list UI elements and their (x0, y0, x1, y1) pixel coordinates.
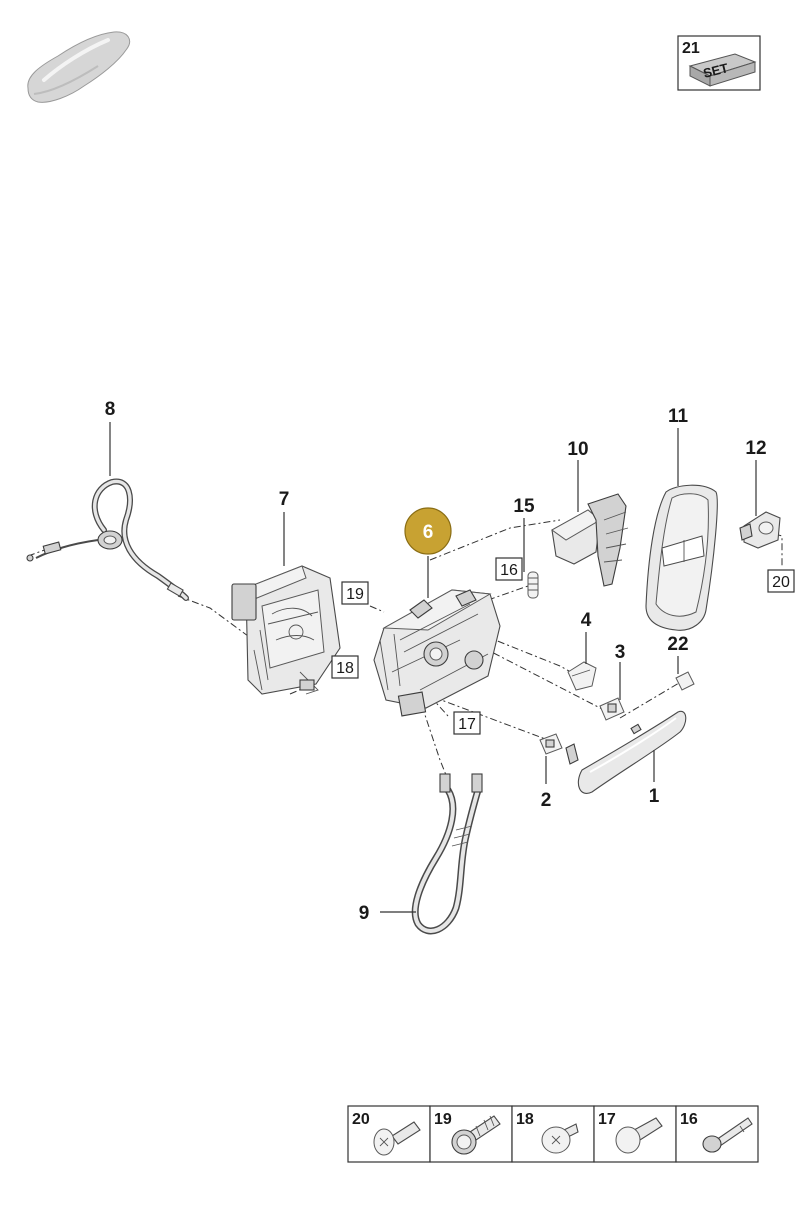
screw-dome-icon (541, 1123, 579, 1154)
part-11-handle-frame (645, 484, 718, 631)
leader-lines (109, 422, 757, 913)
part-4-clip (567, 661, 597, 691)
part-15-pin (527, 571, 539, 599)
callout-8: 8 (105, 399, 116, 420)
svg-text:19: 19 (434, 1111, 452, 1128)
callout-15: 15 (513, 496, 535, 517)
screw-round-icon (615, 1117, 663, 1154)
ref-box-19: 19 (341, 581, 369, 605)
hardware-item-16: 16 (680, 1111, 753, 1153)
svg-text:18: 18 (516, 1111, 534, 1128)
hardware-item-20: 20 (352, 1111, 421, 1156)
screw-torx-flat-icon (373, 1121, 421, 1156)
callout-4: 4 (581, 610, 592, 631)
svg-text:20: 20 (352, 1111, 370, 1128)
callout-9: 9 (359, 903, 370, 924)
callout-6-highlight: 6 (404, 507, 452, 555)
callout-10: 10 (567, 439, 588, 460)
callout-11: 11 (668, 406, 689, 427)
ref-box-20: 20 (767, 569, 795, 593)
part-6-handle-carrier (373, 589, 501, 717)
set-badge-label: SET (702, 60, 730, 81)
hardware-item-19: 19 (434, 1111, 501, 1155)
svg-text:20: 20 (772, 574, 790, 591)
part-22-clip (675, 671, 695, 691)
part-12-clip-bracket (739, 511, 781, 549)
svg-text:19: 19 (346, 586, 364, 603)
callout-7: 7 (279, 489, 290, 510)
part-10-handle-bracket (551, 493, 629, 587)
hardware-item-18: 18 (516, 1111, 579, 1154)
part-9-bowden-cable (411, 773, 483, 935)
svg-text:18: 18 (336, 660, 354, 677)
svg-text:16: 16 (500, 562, 518, 579)
part-3-seal (599, 697, 625, 721)
set-badge: 21 SET (677, 35, 761, 91)
ref-box-18: 18 (331, 655, 359, 679)
hardware-strip: 20 19 18 17 (347, 1105, 759, 1163)
svg-text:16: 16 (680, 1111, 698, 1128)
svg-text:17: 17 (458, 716, 476, 733)
part-7-door-lock (231, 565, 341, 695)
callout-1: 1 (649, 786, 660, 807)
part-8-release-cable (26, 478, 189, 601)
set-badge-number: 21 (682, 40, 700, 57)
callout-3: 3 (615, 642, 626, 663)
vehicle-thumbnail (27, 31, 130, 103)
ref-box-17: 17 (453, 711, 481, 735)
bolt-pin-icon (702, 1117, 753, 1153)
callout-12: 12 (745, 438, 766, 459)
part-2-seal (539, 733, 563, 755)
boxed-references: 19 18 16 17 20 (331, 557, 795, 735)
callout-6: 6 (423, 522, 434, 543)
hardware-item-17: 17 (598, 1111, 663, 1154)
svg-text:17: 17 (598, 1111, 616, 1128)
callout-labels: 8 7 10 11 12 15 4 3 22 2 1 9 (105, 399, 767, 924)
callout-22: 22 (667, 634, 688, 655)
bolt-flange-icon (451, 1115, 501, 1155)
ref-box-16: 16 (495, 557, 523, 581)
callout-2: 2 (541, 790, 552, 811)
part-1-door-handle (565, 710, 687, 794)
